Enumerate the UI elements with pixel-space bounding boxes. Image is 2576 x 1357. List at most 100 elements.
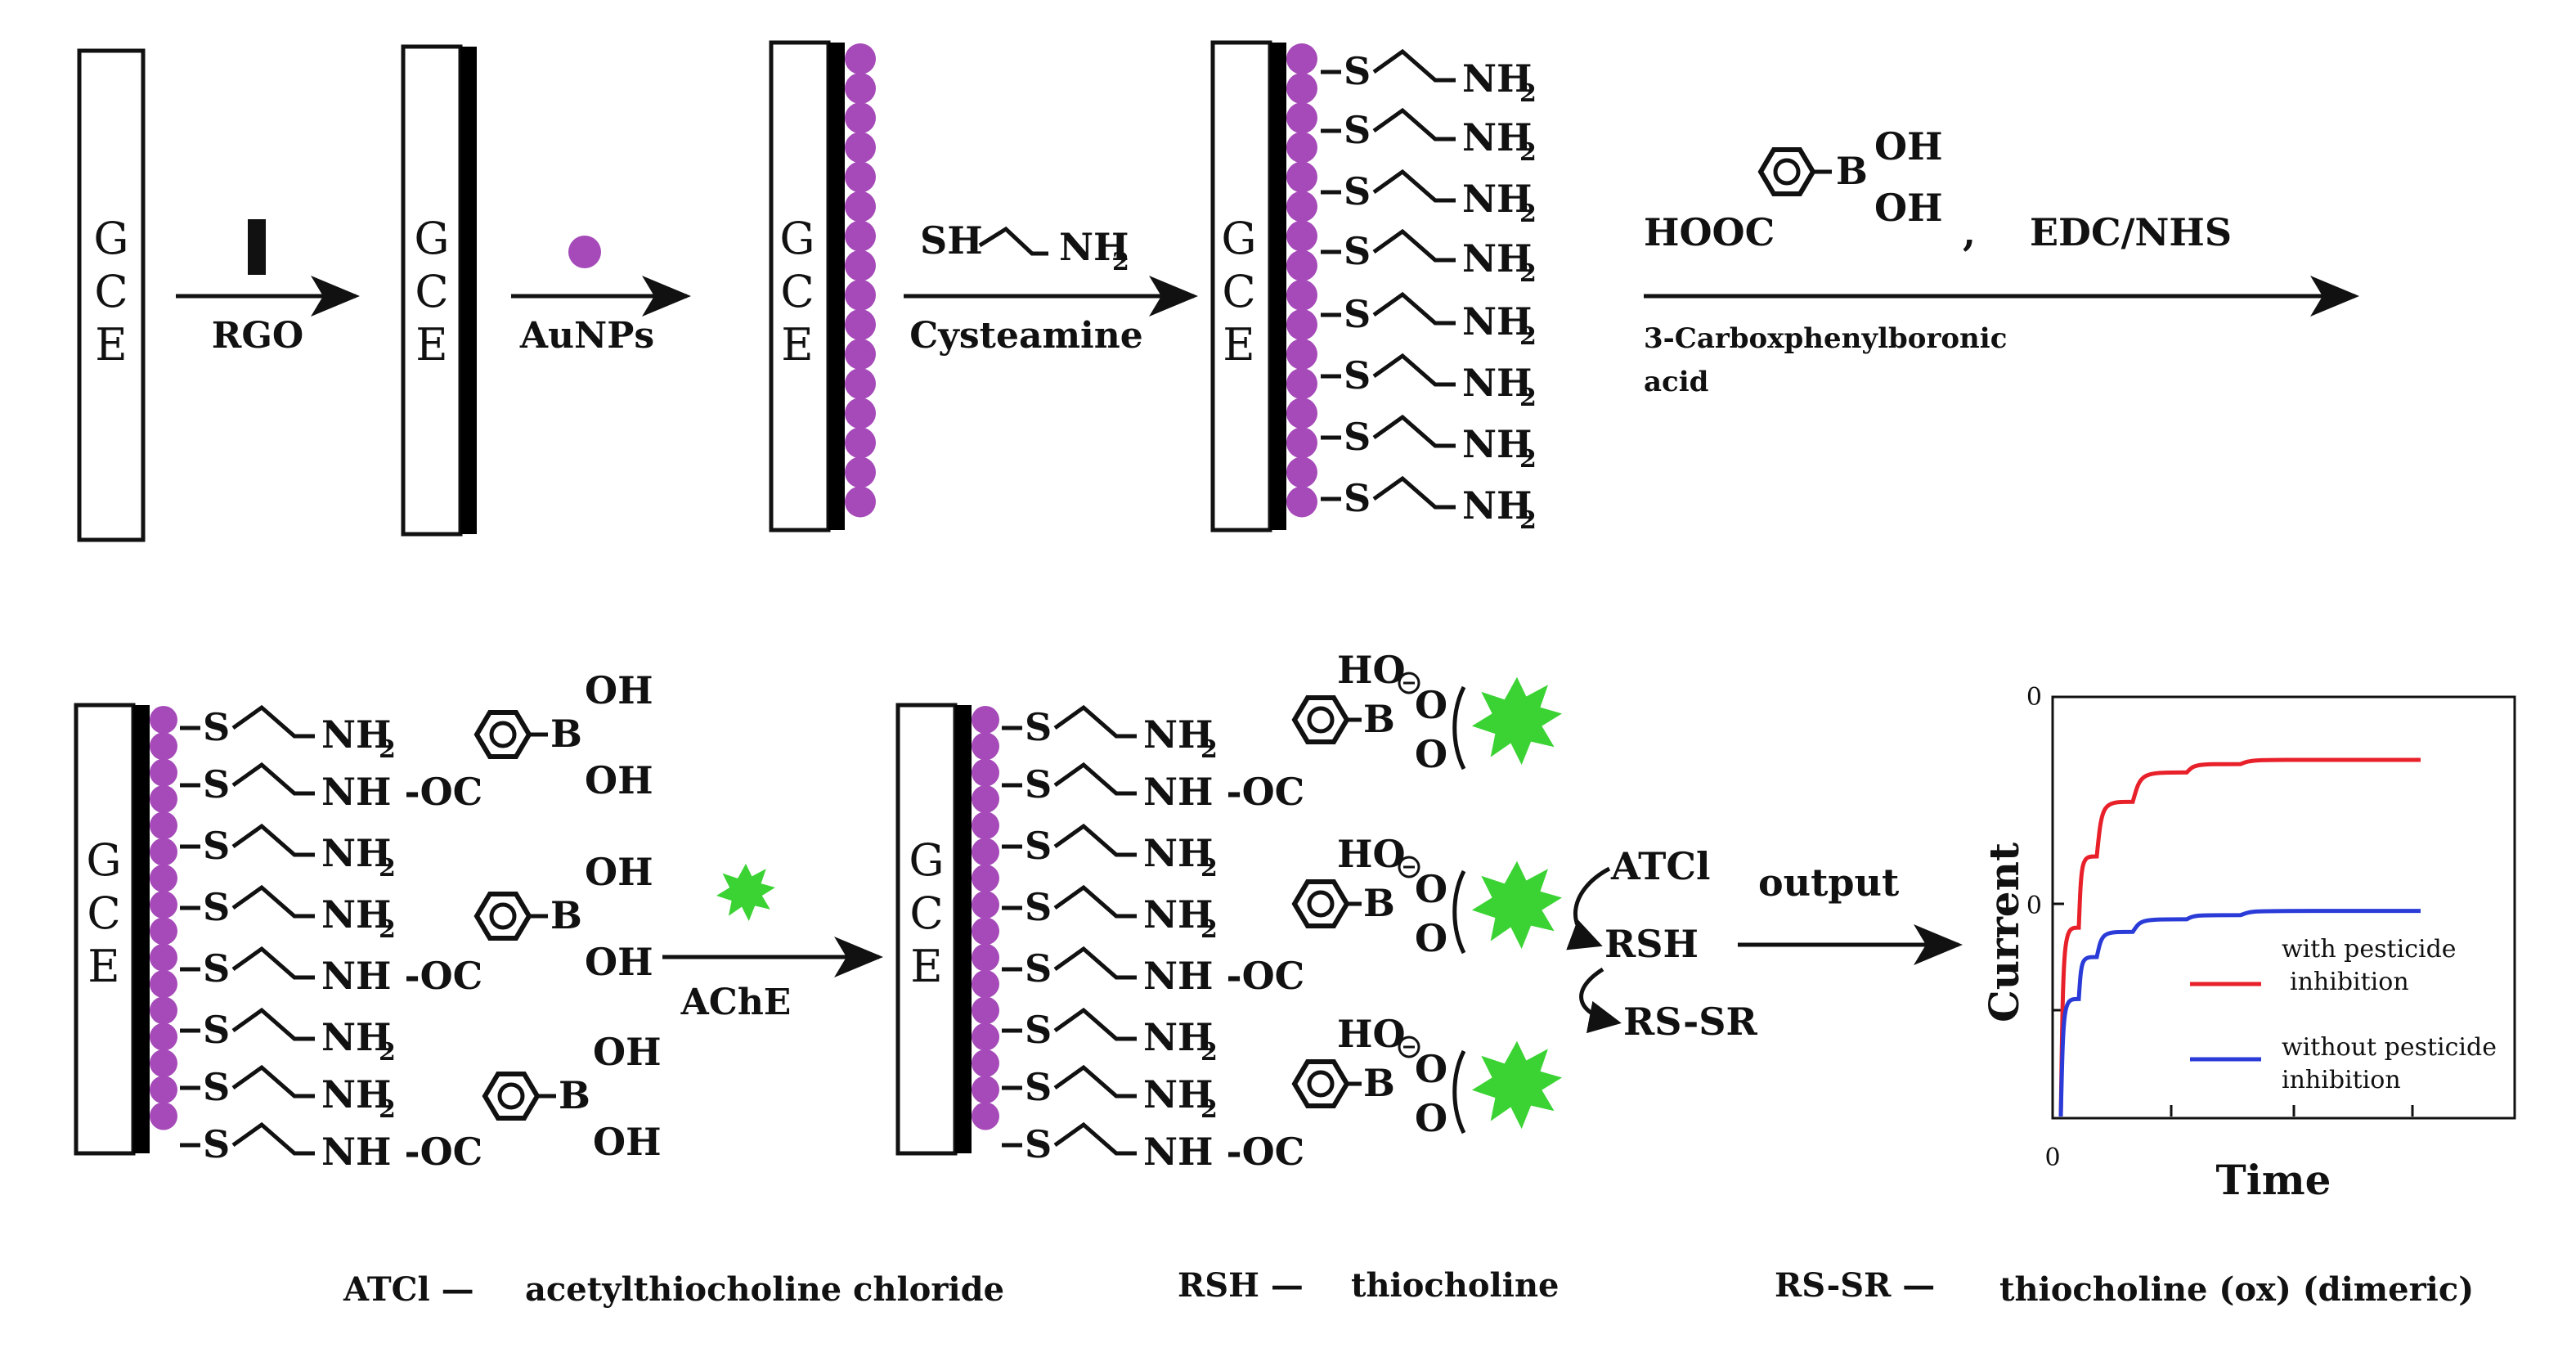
gce-letter-e: E [95,319,127,371]
gold-nanoparticle [845,191,876,222]
series-without-inhibition [2058,909,2421,1117]
chart-legend: with pesticide inhibition without pestic… [2190,935,2497,1094]
footer-rssr-full: thiocholine (ox) (dimeric) [1999,1270,2474,1309]
footer-atcl-abbr: ATCl — [343,1270,474,1309]
y-tick-label-mid: 0 [2026,892,2042,920]
chart-series [2058,757,2421,1117]
amine-subscript: 2 [379,1095,396,1124]
hydroxyl-ho: HO [1337,832,1406,876]
label-ache: AChE [680,982,792,1023]
label-cpba-line2: acid [1644,366,1708,398]
sulfur-atom: S [1025,946,1052,991]
boron-symbol: B [1363,881,1395,925]
sulfur-atom: S [1344,476,1371,520]
gold-nanoparticle [1286,339,1317,370]
gce-letter-g: G [1221,213,1256,264]
gold-nanoparticle-icon [568,236,601,268]
boron-symbol: B [1836,149,1868,193]
amine-group: NH [1143,831,1214,875]
sulfur-atom: S [203,946,230,991]
y-axis-title: Current [1980,843,2028,1022]
boron-oh-bottom: OH [585,758,653,802]
amine-subscript: 2 [1200,1038,1218,1067]
footer-atcl-full: acetylthiocholine chloride [525,1270,1004,1309]
amine-group: NH [321,1072,392,1117]
gold-nanoparticle-layer [972,706,999,1130]
gold-nanoparticle [972,1022,999,1051]
y-tick-label-top: 0 [2026,683,2042,712]
gce-letter-c: C [87,887,120,939]
amine-group: NH [1462,422,1533,466]
reagent-comma: , [1963,210,1976,254]
amine-group: NH [1143,1072,1214,1117]
sulfur-atom: S [1344,49,1371,93]
sulfur-atom: S [1025,1065,1052,1109]
amine-subscript: 2 [1200,854,1218,883]
gold-nanoparticle [1286,398,1317,429]
amine-group: NH [1462,236,1533,281]
legend-without-line2: inhibition [2282,1066,2401,1094]
sulfur-atom: S [203,762,230,807]
gold-nanoparticle [150,706,177,734]
series-with-inhibition [2058,757,2421,1117]
amine-subscript: 2 [1200,735,1218,764]
curved-arrow-oxidation [1579,967,1622,1034]
gce-letter-g: G [86,834,121,886]
sulfur-atom: S [1025,705,1052,749]
amine-subscript: 2 [379,1038,396,1067]
gold-nanoparticle [150,891,177,919]
amide-group: NH -OC [321,770,482,814]
amine-group: NH [1462,299,1533,344]
amine-group: NH [321,892,392,937]
boron-symbol: B [559,1073,590,1117]
gold-nanoparticle [972,838,999,866]
amide-group: NH -OC [1143,1130,1304,1174]
amine-group: NH [321,831,392,875]
gold-nanoparticle [150,996,177,1025]
gce-letter-e: E [88,941,119,992]
amine-group: NH [1462,56,1533,101]
current-time-chart: 0 0 0 Time Current with pesticide inhibi… [1980,683,2516,1204]
boron-oh-top: OH [1874,124,1943,169]
step-cysteamine: SH NH 2 Cysteamine [904,218,1198,357]
gold-nanoparticle [150,732,177,761]
boron-symbol: B [550,712,582,756]
gold-nanoparticle [972,1076,999,1104]
sulfur-atom: S [203,705,230,749]
amide-group: NH -OC [321,954,482,998]
boron-symbol: B [1363,1061,1395,1105]
benzene-ring-icon [485,1074,537,1118]
label-cpba-line1: 3-Carboxphenylboronic [1644,322,2007,355]
gce-letter-c: C [780,266,814,317]
oxygen-atom: O [1415,1096,1447,1140]
gce-letter-g: G [414,213,449,264]
enzymatic-reaction: ATCl RSH RS-SR output [1566,844,1963,1044]
sulfur-atom: S [1025,1008,1052,1052]
gold-nanoparticle [845,339,876,370]
gold-nanoparticle [972,732,999,761]
rgo-sheet-icon [248,219,266,275]
amine-subscript: 2 [1519,445,1537,474]
gold-nanoparticle [845,279,876,311]
amine-group: NH [1462,177,1533,221]
gold-nanoparticle [972,758,999,787]
sulfur-atom: S [1344,108,1371,152]
legend-without-line1: without pesticide [2282,1033,2497,1062]
amine-subscript: 2 [1200,1095,1218,1124]
gold-nanoparticle [972,891,999,919]
gold-nanoparticle [1286,102,1317,134]
gce-letter-c: C [415,266,448,317]
ache-enzyme-icon [1471,860,1563,950]
gold-nanoparticle [150,1076,177,1104]
gold-nanoparticle [1286,220,1317,252]
electrode-gce-rgo: G C E [401,44,477,537]
gold-nanoparticle [972,917,999,946]
sulfur-atom: S [1344,415,1371,459]
gold-nanoparticle [845,486,876,518]
gold-nanoparticle [845,220,876,252]
gold-nanoparticle [972,864,999,892]
sulfur-atom: S [1344,169,1371,213]
gold-nanoparticle [150,784,177,813]
